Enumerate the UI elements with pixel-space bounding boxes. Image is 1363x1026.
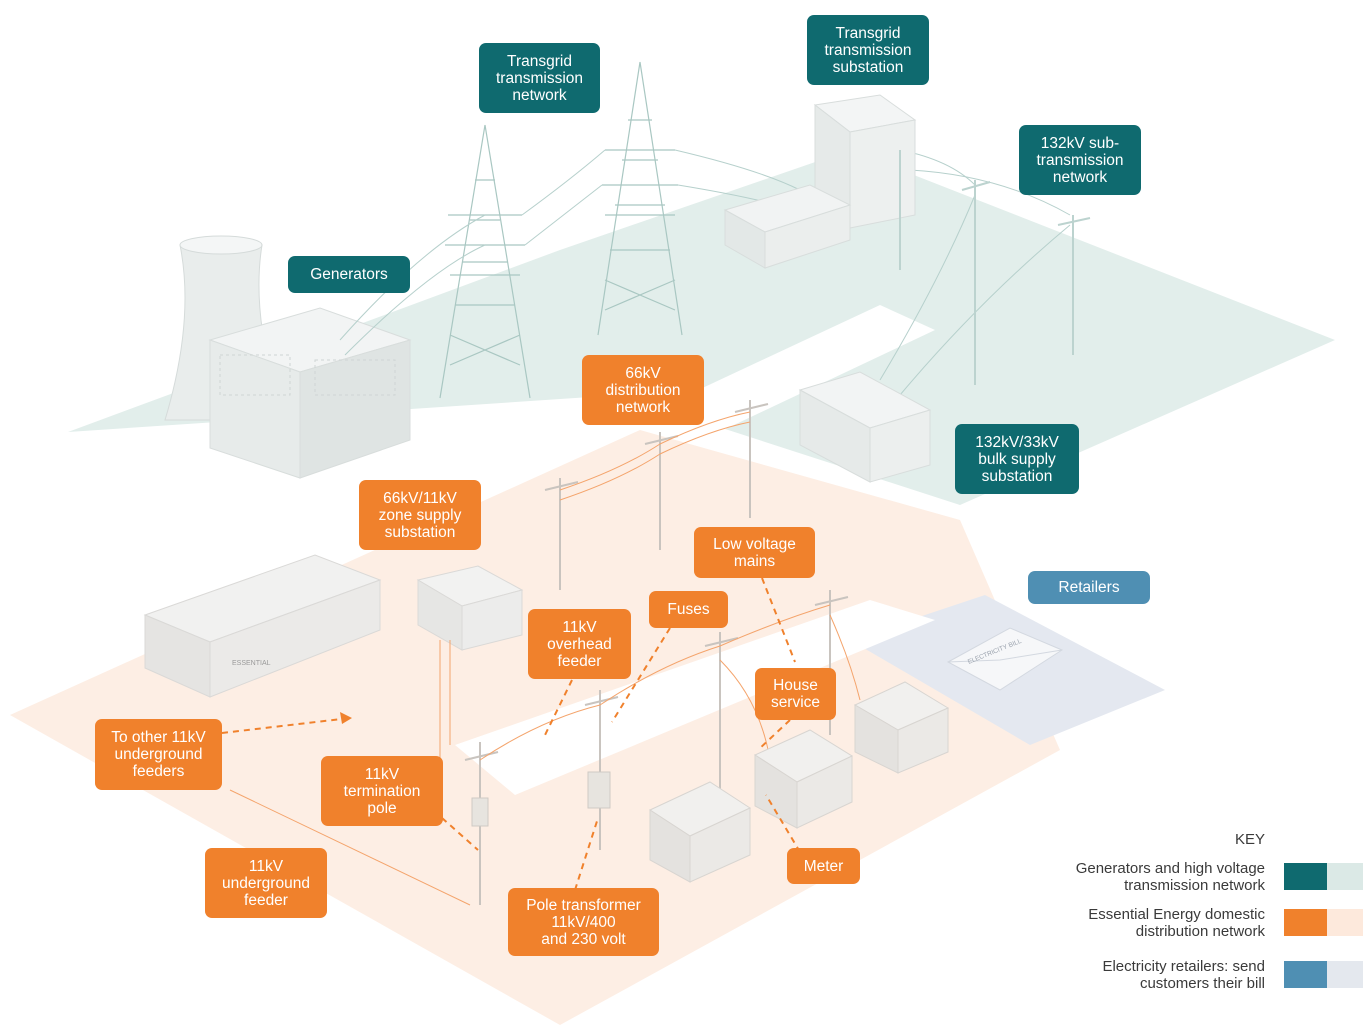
- zone-substation-building: ESSENTIAL: [143, 554, 382, 698]
- street-strip: [455, 600, 935, 795]
- house-3: [853, 681, 950, 774]
- termination-pole-label: 11kV termination pole: [321, 756, 443, 826]
- transgrid-substation: [723, 94, 917, 269]
- transmission-lines: [339, 149, 1071, 396]
- generators-label: Generators: [288, 256, 410, 293]
- house-2: [753, 729, 854, 829]
- distribution-lines: [229, 411, 861, 906]
- key-swatch-orange-light: [1327, 909, 1363, 936]
- overhead-feeder-label: 11kV overhead feeder: [528, 609, 631, 679]
- power-station: [208, 307, 412, 479]
- underground-feeder-label: 11kV underground feeder: [205, 848, 327, 918]
- transmission-ground-plane: [68, 150, 1335, 505]
- meter-label: Meter: [787, 848, 860, 884]
- key-swatch-teal: [1284, 863, 1327, 890]
- house-1: [648, 781, 752, 883]
- pole-transformer-2: [587, 771, 611, 809]
- key-swatch-orange: [1284, 909, 1327, 936]
- leader-lines: [221, 577, 801, 891]
- arrow-head: [340, 712, 352, 724]
- bulk-supply-substation-label: 132kV/33kV bulk supply substation: [955, 424, 1079, 494]
- zone-supply-substation-label: 66kV/11kV zone supply substation: [359, 480, 481, 550]
- distribution-66kv-label: 66kV distribution network: [582, 355, 704, 425]
- key-title: KEY: [1234, 831, 1265, 848]
- building-sign: ESSENTIAL: [232, 660, 271, 667]
- key-item-distribution-text: Essential Energy domestic distribution n…: [1088, 906, 1265, 940]
- key-swatch-blue: [1284, 961, 1327, 988]
- key-swatch-blue-light: [1327, 961, 1363, 988]
- zone-transformer: [416, 565, 524, 651]
- key-item-generators-text: Generators and high voltage transmission…: [1075, 860, 1265, 894]
- other-11kv-feeders-label: To other 11kV underground feeders: [95, 719, 222, 790]
- subtransmission-132kv-label: 132kV sub- transmission network: [1019, 125, 1141, 195]
- low-voltage-mains-label: Low voltage mains: [694, 527, 815, 578]
- fuses-label: Fuses: [649, 591, 728, 628]
- transgrid-network-label: Transgrid transmission network: [479, 43, 600, 113]
- distribution-poles: [464, 400, 849, 905]
- pole-transformer-label: Pole transformer 11kV/400 and 230 volt: [508, 888, 659, 956]
- key-item-retailers-text: Electricity retailers: send customers th…: [1102, 958, 1265, 992]
- transmission-tower-2: [597, 61, 683, 336]
- key-swatch-teal-light: [1327, 863, 1363, 890]
- house-service-label: House service: [755, 668, 836, 720]
- subtransmission-poles: [899, 150, 1091, 385]
- retailers-label: Retailers: [1028, 571, 1150, 604]
- transgrid-substation-label: Transgrid transmission substation: [807, 15, 929, 85]
- bulk-supply-substation: [798, 371, 932, 483]
- pole-transformer-1: [471, 797, 489, 827]
- electricity-bill-envelope: ELECTRICITY BILL: [946, 627, 1064, 691]
